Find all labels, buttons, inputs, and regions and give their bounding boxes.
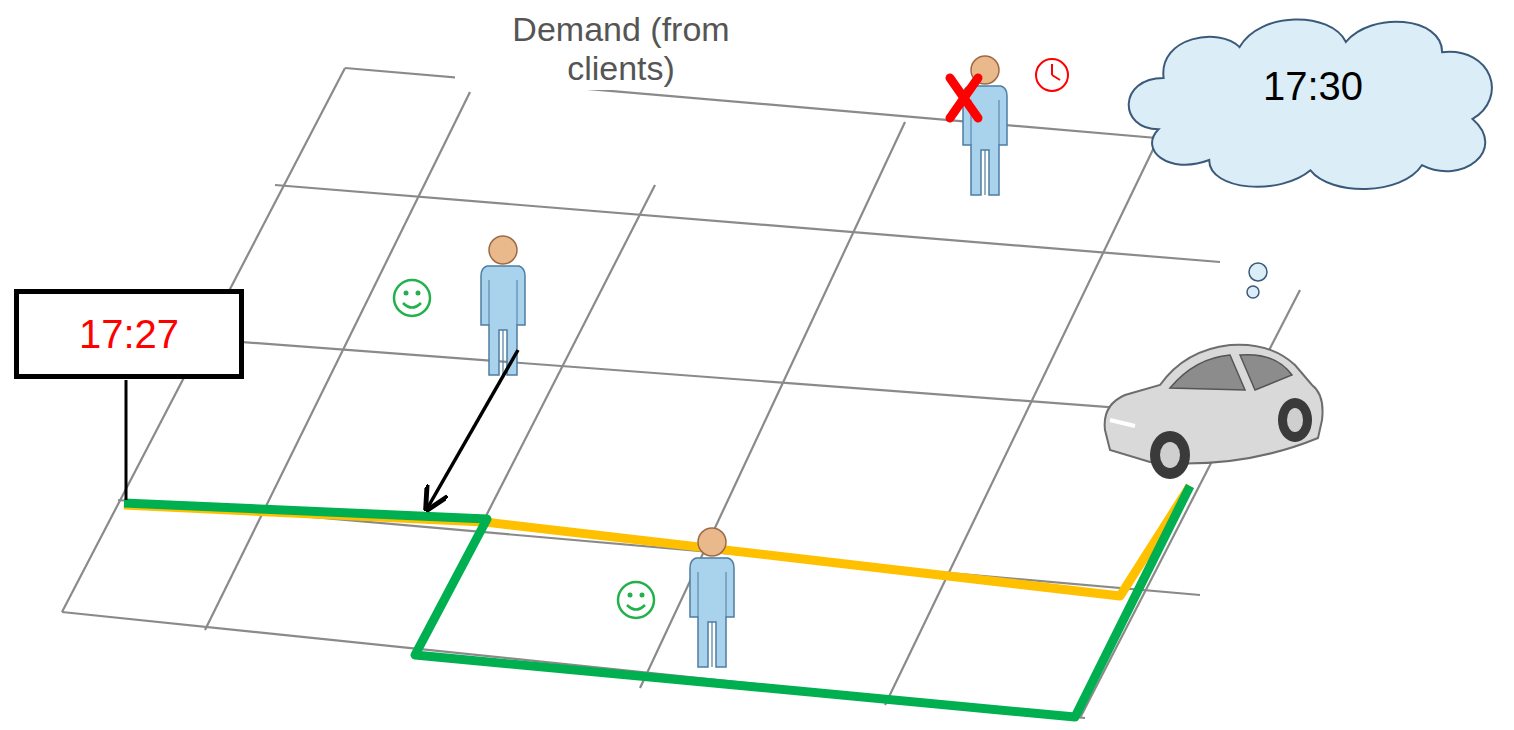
car-window: [1240, 355, 1292, 390]
time-text: 17:30: [1263, 64, 1363, 109]
route-yellow: [124, 486, 1190, 596]
happy-face: [618, 582, 654, 618]
grid-streets: [62, 68, 1300, 718]
client-figure: [690, 528, 734, 667]
clock-icon: [1036, 59, 1068, 91]
car-wheel: [1278, 398, 1312, 442]
client-figure: [481, 236, 525, 375]
sign-pole: [125, 380, 128, 500]
car-body: [1105, 345, 1323, 464]
street-line: [205, 92, 470, 630]
time-sign: 17:27: [14, 289, 244, 379]
route-green: [124, 486, 1190, 717]
car-headlight: [1110, 420, 1135, 426]
time-text: 17:27: [79, 312, 179, 357]
rejected-cross: [950, 78, 978, 118]
street-line: [640, 122, 905, 688]
car-window: [1170, 355, 1245, 390]
car-wheel: [1150, 431, 1190, 479]
thought-cloud: 17:30: [1118, 6, 1508, 196]
walk-arrow: [428, 350, 518, 507]
car-icon: [1105, 345, 1323, 479]
car-hub: [1287, 408, 1303, 432]
thought-bubble: [1247, 286, 1259, 298]
demand-label: Demand (from clients): [455, 8, 787, 90]
cloud-shape: [1129, 19, 1492, 189]
client-figure: [963, 56, 1007, 195]
street-line: [275, 185, 1220, 262]
happy-face: [394, 280, 430, 316]
thought-bubble: [1249, 263, 1267, 281]
car-hub: [1160, 442, 1180, 468]
